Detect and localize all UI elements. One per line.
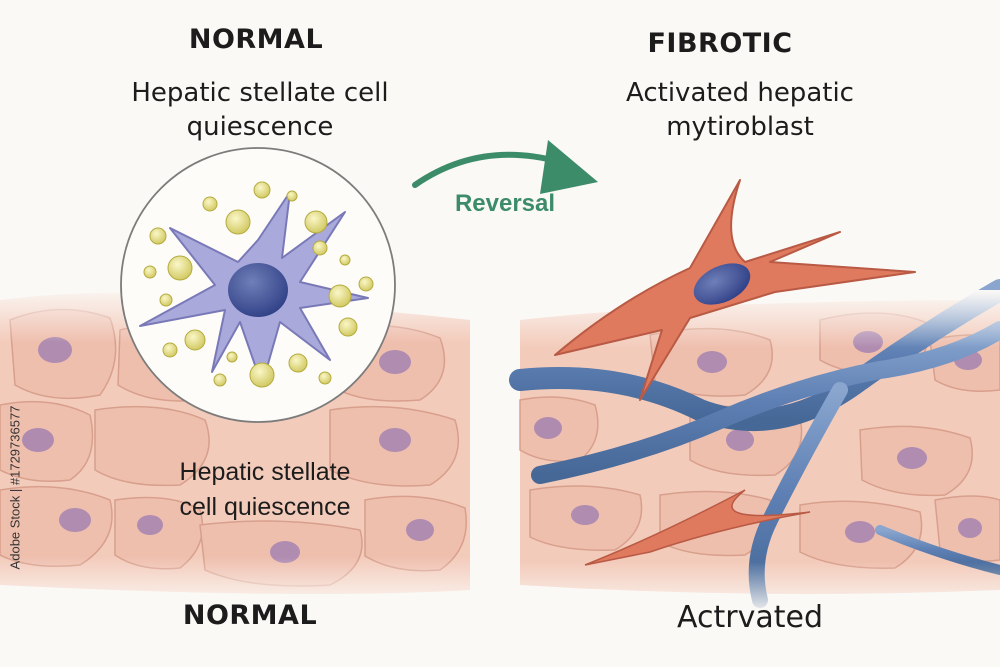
activated-myofibroblast xyxy=(554,179,916,401)
normal-subtitle-line2: quiescence xyxy=(186,112,334,142)
normal-bottom-label: NORMAL xyxy=(182,600,318,631)
lipid-droplets xyxy=(143,181,374,388)
fibrotic-title: FIBROTIC xyxy=(647,28,793,59)
tissue-label-line2: cell quiescence xyxy=(179,493,351,521)
reversal-label: Reversal xyxy=(454,190,556,217)
small-myofibroblast xyxy=(584,489,811,566)
fibrotic-subtitle-line2: mytiroblast xyxy=(666,112,814,142)
stellate-cell-nucleus xyxy=(228,263,288,317)
normal-subtitle-line1: Hepatic stellate cell xyxy=(131,78,389,108)
activated-bottom-label: Actrvated xyxy=(677,600,823,635)
normal-title: NORMAL xyxy=(188,24,324,55)
reversal-arrow xyxy=(412,140,598,194)
quiescent-stellate-cell-inset xyxy=(120,147,396,423)
tissue-label-line1: Hepatic stellate xyxy=(179,458,351,486)
fibrotic-subtitle-line1: Activated hepatic xyxy=(626,78,854,108)
stock-watermark-id: Adobe Stock | #1729736577 xyxy=(7,405,23,570)
